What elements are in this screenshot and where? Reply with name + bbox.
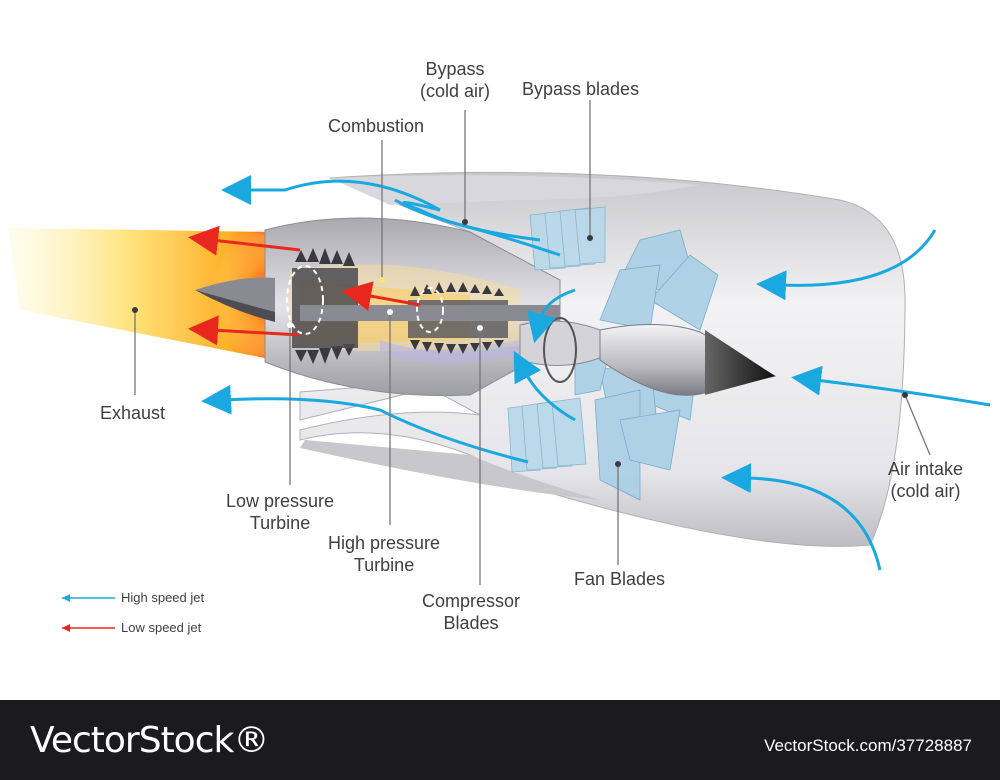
label-compressor-line2: Blades <box>443 613 499 633</box>
label-low-pressure-line1: Low pressure <box>226 491 335 511</box>
label-high-pressure-line2: Turbine <box>353 555 415 575</box>
label-bypass-line1: Bypass <box>425 59 485 79</box>
leader-dots <box>132 219 908 467</box>
rotation-markers <box>286 265 577 383</box>
label-fan-blades: Fan Blades <box>574 569 666 589</box>
label-high-pressure-line1: High pressure <box>328 533 441 553</box>
label-compressor-line1: Compressor <box>422 591 521 611</box>
label-exhaust: Exhaust <box>100 403 166 423</box>
legend-arrows <box>62 594 115 632</box>
legend-high-speed-label: High speed jet <box>121 590 205 605</box>
image-id: VectorStock.com/37728887 <box>764 736 972 755</box>
label-bypass-blades: Bypass blades <box>522 79 640 99</box>
bypass-blades <box>507 206 606 473</box>
label-bypass-line2: (cold air) <box>420 81 491 101</box>
engine-illustration <box>8 100 991 632</box>
label-low-pressure-line2: Turbine <box>249 513 311 533</box>
low-speed-jet-arrows <box>188 225 421 346</box>
label-combustion: Combustion <box>328 116 425 136</box>
leader-lines <box>134 100 931 585</box>
watermark-footer: VectorStock® VectorStock.com/37728887 <box>0 700 1000 780</box>
label-air-intake: Air intake (cold air) <box>888 458 963 502</box>
label-air-intake-line2: (cold air) <box>890 481 961 501</box>
legend-low-speed-label: Low speed jet <box>121 620 202 635</box>
vectorstock-logo: VectorStock® <box>30 720 269 761</box>
jet-engine-diagram: Bypass (cold air) Bypass blades Combusti… <box>8 58 991 635</box>
label-air-intake-line1: Air intake <box>888 459 964 479</box>
label-low-pressure-turbine: Low pressure Turbine <box>226 490 334 534</box>
label-compressor-blades: Compressor Blades <box>422 590 520 634</box>
label-high-pressure-turbine: High pressure Turbine <box>328 532 440 576</box>
high-speed-jet-arrows <box>201 175 991 571</box>
label-bypass: Bypass (cold air) <box>420 58 490 102</box>
